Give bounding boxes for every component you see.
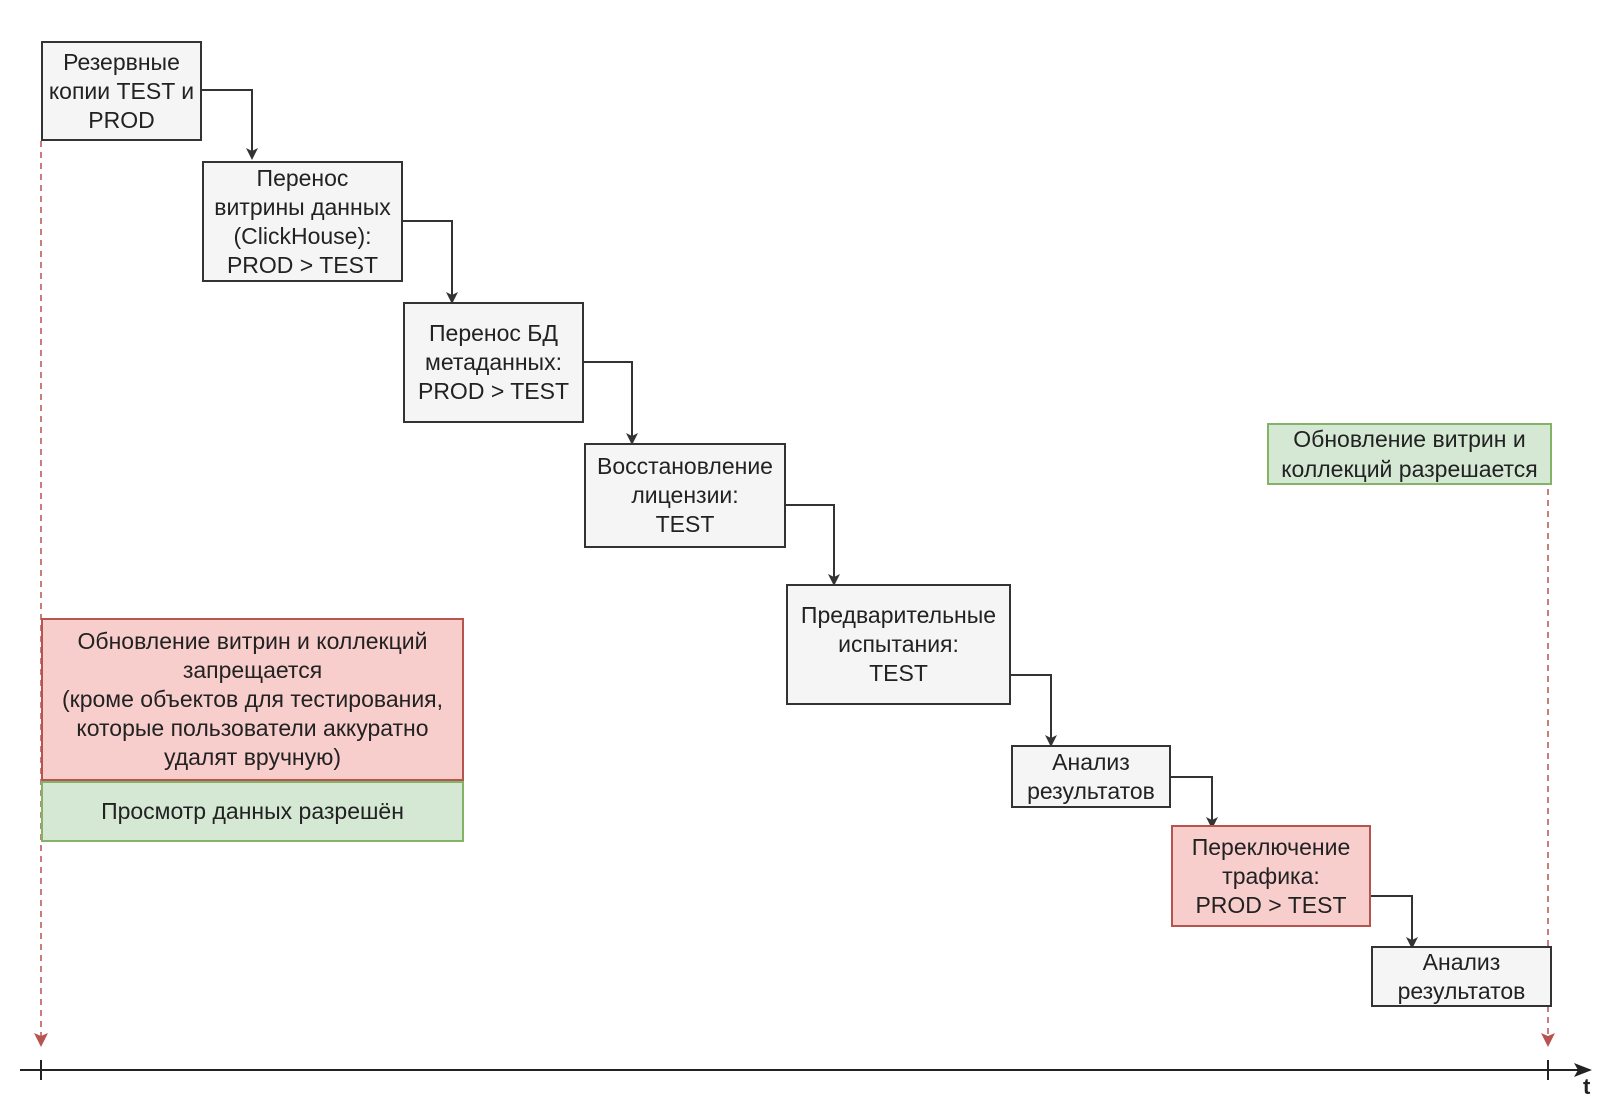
note-viewing-allowed: Просмотр данных разрешён <box>41 781 464 842</box>
step-preliminary-tests: Предварительные испытания: TEST <box>786 584 1011 705</box>
axis-label-t: t <box>1583 1074 1591 1099</box>
step-traffic-switch: Переключение трафика: PROD > TEST <box>1171 825 1371 927</box>
note-update-forbidden: Обновление витрин и коллекций запрещаетс… <box>41 618 464 781</box>
step-migrate-metadata-db: Перенос БД метаданных: PROD > TEST <box>403 302 584 423</box>
connector-7 <box>1371 895 1418 949</box>
connector-3 <box>584 361 638 445</box>
connector-1 <box>202 89 258 160</box>
step-analysis-1: Анализ результатов <box>1011 745 1171 808</box>
connector-6 <box>1171 776 1218 829</box>
connector-2 <box>403 220 458 304</box>
connector-5 <box>1011 674 1057 747</box>
step-backups: Резервные копии TEST и PROD <box>41 41 202 141</box>
step-restore-license: Восстановление лицензии: TEST <box>584 443 786 548</box>
step-migrate-clickhouse: Перенос витрины данных (ClickHouse): PRO… <box>202 161 403 282</box>
connector-4 <box>786 504 840 586</box>
step-analysis-2: Анализ результатов <box>1371 946 1552 1007</box>
note-update-allowed: Обновление витрин и коллекций разрешаетс… <box>1267 423 1552 485</box>
